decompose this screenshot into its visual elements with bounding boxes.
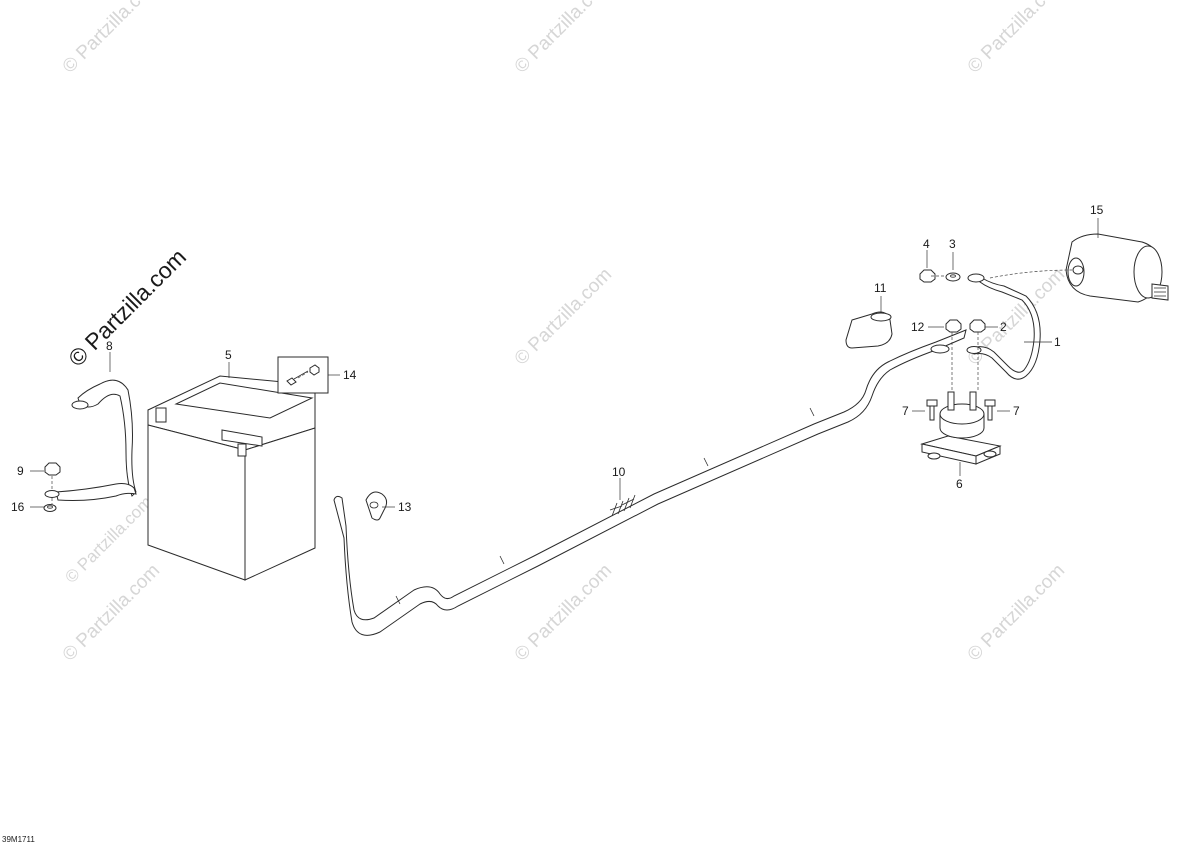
part-16-washer xyxy=(43,504,57,512)
callout-13: 13 xyxy=(398,500,412,514)
callout-5: 5 xyxy=(225,348,232,362)
part-15-starter xyxy=(1065,233,1169,303)
callout-4: 4 xyxy=(923,237,930,251)
part-7-bolt xyxy=(984,399,996,421)
part-3-washer xyxy=(945,272,961,282)
part-1-cable xyxy=(966,273,1041,380)
part-10-cable xyxy=(333,329,967,636)
part-6-solenoid xyxy=(920,391,1002,465)
callout-12: 12 xyxy=(911,320,925,334)
part-4-nut xyxy=(919,269,936,283)
part-8-cable xyxy=(44,379,137,501)
callout-labels: 1 2 3 4 5 6 7 7 8 9 10 11 12 13 14 15 16 xyxy=(11,203,1104,514)
callout-15: 15 xyxy=(1090,203,1104,217)
brand-watermark: © Partzilla.com xyxy=(63,244,191,372)
part-9-nut xyxy=(44,462,61,476)
watermark-text: © Partzilla.com xyxy=(59,0,164,78)
callout-8: 8 xyxy=(106,339,113,353)
callout-10: 10 xyxy=(612,465,626,479)
callout-11: 11 xyxy=(874,281,887,295)
cable-sleeve xyxy=(609,494,636,517)
part-12-nut xyxy=(945,319,962,333)
part-7-bolt xyxy=(926,399,938,421)
part-11-boot xyxy=(845,311,893,349)
part-13-clip xyxy=(365,491,388,521)
watermark-text: © Partzilla.com xyxy=(964,0,1069,78)
callout-7-right: 7 xyxy=(1013,404,1020,418)
leader-lines xyxy=(30,218,1099,508)
callout-1: 1 xyxy=(1054,335,1061,349)
callout-3: 3 xyxy=(949,237,956,251)
watermark-text: © Partzilla.com xyxy=(511,560,616,665)
callout-16: 16 xyxy=(11,500,25,514)
watermark-text: © Partzilla.com xyxy=(964,560,1069,665)
callout-2: 2 xyxy=(1000,320,1007,334)
watermark-text: © Partzilla.com xyxy=(511,264,616,369)
part-2-nut xyxy=(969,319,986,333)
callout-14: 14 xyxy=(343,368,357,382)
diagram-code: 39M1711 xyxy=(2,835,35,844)
callout-6: 6 xyxy=(956,477,963,491)
part-5-battery xyxy=(147,375,316,581)
callout-7-left: 7 xyxy=(902,404,909,418)
watermark-text: © Partzilla.com xyxy=(511,0,616,78)
callout-9: 9 xyxy=(17,464,24,478)
